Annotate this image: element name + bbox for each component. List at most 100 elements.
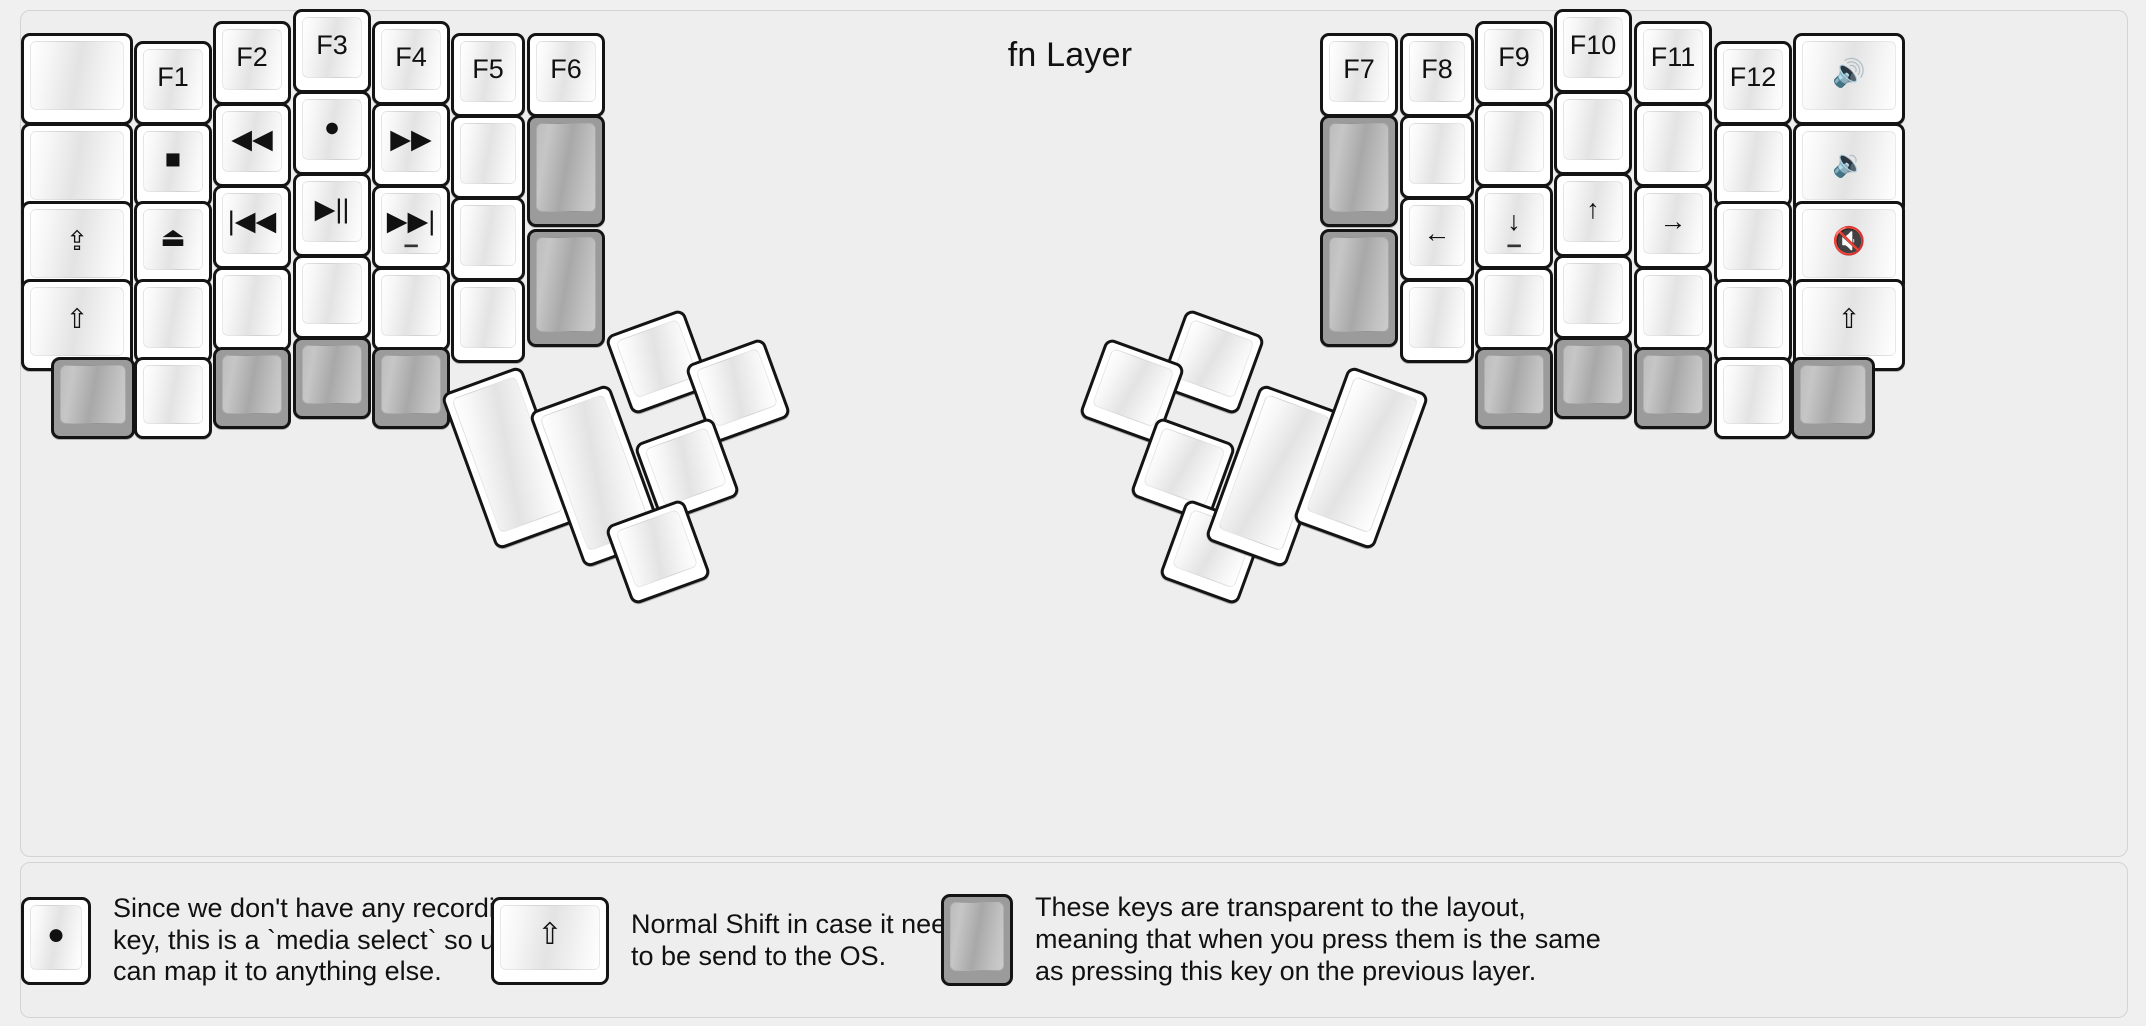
key-label: F4 xyxy=(395,41,427,72)
key-face xyxy=(1484,275,1544,336)
key-right-c1-r1[interactable] xyxy=(1400,115,1474,199)
key-left-bottom-1[interactable] xyxy=(134,357,212,439)
key-left-c5-r2[interactable] xyxy=(451,197,525,281)
key-label: F10 xyxy=(1569,29,1617,60)
key-left-c2-r2-media-prev-track[interactable]: |◀◀ xyxy=(213,185,291,269)
key-left-c3-r3[interactable] xyxy=(293,255,371,339)
media-select-record-icon: ● xyxy=(46,917,66,951)
key-left-bottom-0-transparent[interactable] xyxy=(51,357,135,439)
key-right-c1-r0-f8[interactable]: F8 xyxy=(1400,33,1474,117)
key-face xyxy=(381,193,441,254)
key-face xyxy=(1409,287,1465,348)
key-left-c2-r3[interactable] xyxy=(213,267,291,351)
key-right-c2-r2-arrow-down[interactable]: ↓ ▁ xyxy=(1475,185,1553,269)
key-face xyxy=(536,237,596,332)
key-left-c5-r0-f5[interactable]: F5 xyxy=(451,33,525,117)
key-label xyxy=(296,340,368,404)
key-label xyxy=(375,270,447,336)
key-label xyxy=(1300,369,1426,535)
key-right-c6-r3-shift[interactable]: ⇧ xyxy=(1793,279,1905,371)
key-label: F8 xyxy=(1421,53,1453,84)
key-left-c6-r2-transparent[interactable] xyxy=(527,229,605,347)
key-left-c4-r1-media-fast-forward[interactable]: ▶▶ xyxy=(372,103,450,187)
page-title: fn Layer xyxy=(1007,36,1133,74)
key-left-bottom-2-transparent[interactable] xyxy=(213,347,291,429)
key-right-c3-r3[interactable] xyxy=(1554,255,1632,339)
key-face xyxy=(143,365,203,424)
key-face xyxy=(222,111,282,172)
key-face xyxy=(1643,111,1703,172)
key-right-bottom-0-transparent[interactable] xyxy=(1475,347,1553,429)
key-right-c4-r2-arrow-right[interactable]: → xyxy=(1634,185,1712,269)
key-face xyxy=(1563,99,1623,160)
key-left-bottom-3-transparent[interactable] xyxy=(293,337,371,419)
key-left-c1-r3[interactable] xyxy=(134,279,212,363)
key-left-c0-r2-caps-lock[interactable]: ⇪ xyxy=(21,201,133,293)
key-right-c0-r1-transparent[interactable] xyxy=(1320,115,1398,227)
key-right-c5-r3[interactable] xyxy=(1714,279,1792,363)
key-right-c2-r1[interactable] xyxy=(1475,103,1553,187)
key-face xyxy=(1329,237,1389,332)
key-right-c4-r1[interactable] xyxy=(1634,103,1712,187)
caps-lock-icon: ⇪ xyxy=(65,225,89,256)
key-label xyxy=(137,282,209,348)
legend-panel: ● Since we don't have any recording key,… xyxy=(20,862,2128,1018)
key-right-c0-r0-f7[interactable]: F7 xyxy=(1320,33,1398,117)
arrow-up-icon: ↑ xyxy=(1586,193,1600,224)
key-left-c4-r3[interactable] xyxy=(372,267,450,351)
key-label xyxy=(1478,106,1550,172)
key-left-c3-r1-media-select[interactable]: ● xyxy=(293,91,371,175)
key-right-c3-r0-f10[interactable]: F10 xyxy=(1554,9,1632,93)
key-right-c2-r0-f9[interactable]: F9 xyxy=(1475,21,1553,105)
media-prev-track-icon: |◀◀ xyxy=(227,205,277,236)
key-left-c6-r1-transparent[interactable] xyxy=(527,115,605,227)
key-right-c5-r1[interactable] xyxy=(1714,123,1792,207)
key-left-c2-r0-f2[interactable]: F2 xyxy=(213,21,291,105)
key-face xyxy=(1563,17,1623,78)
key-right-c5-r2[interactable] xyxy=(1714,201,1792,285)
key-label xyxy=(1403,282,1471,348)
media-eject-icon: ⏏ xyxy=(160,221,186,252)
key-label xyxy=(296,258,368,324)
key-right-bottom-1-transparent[interactable] xyxy=(1554,337,1632,419)
key-left-c2-r1-media-rewind[interactable]: ◀◀ xyxy=(213,103,291,187)
key-right-bottom-3[interactable] xyxy=(1714,357,1792,439)
key-right-c0-r2-transparent[interactable] xyxy=(1320,229,1398,347)
key-face xyxy=(460,287,516,348)
key-face xyxy=(1563,345,1623,404)
key-left-c0-r1[interactable] xyxy=(21,123,133,215)
key-left-c1-r1-media-stop[interactable]: ■ xyxy=(134,123,212,207)
legend-text-transparent: These keys are transparent to the layout… xyxy=(1035,892,1601,986)
key-right-c1-r3[interactable] xyxy=(1400,279,1474,363)
key-left-c3-r0-f3[interactable]: F3 xyxy=(293,9,371,93)
key-face xyxy=(1409,205,1465,266)
key-label xyxy=(1557,258,1629,324)
key-left-c6-r0-f6[interactable]: F6 xyxy=(527,33,605,117)
key-left-c0-r3-shift[interactable]: ⇧ xyxy=(21,279,133,371)
key-face xyxy=(1484,355,1544,414)
key-face xyxy=(30,904,82,970)
key-label xyxy=(24,36,130,110)
key-right-c1-r2-arrow-left[interactable]: ← xyxy=(1400,197,1474,281)
key-right-c3-r1[interactable] xyxy=(1554,91,1632,175)
key-right-c3-r2-arrow-up[interactable]: ↑ xyxy=(1554,173,1632,257)
key-right-bottom-2-transparent[interactable] xyxy=(1634,347,1712,429)
key-right-c4-r0-f11[interactable]: F11 xyxy=(1634,21,1712,105)
key-left-c5-r3[interactable] xyxy=(451,279,525,363)
key-left-c0-r0[interactable] xyxy=(21,33,133,125)
key-right-c5-r0-f12[interactable]: F12 xyxy=(1714,41,1792,125)
key-face xyxy=(460,41,516,102)
key-left-c5-r1[interactable] xyxy=(451,115,525,199)
key-right-c6-r0-volume-up[interactable]: 🔊 xyxy=(1793,33,1905,125)
key-right-c2-r3[interactable] xyxy=(1475,267,1553,351)
key-face xyxy=(30,131,124,200)
key-left-c1-r2-media-eject[interactable]: ⏏ xyxy=(134,201,212,285)
key-left-bottom-4-transparent[interactable] xyxy=(372,347,450,429)
key-right-c4-r3[interactable] xyxy=(1634,267,1712,351)
key-left-c4-r2-media-next-track[interactable]: ▶▶| ▁ xyxy=(372,185,450,269)
key-left-c1-r0-f1[interactable]: F1 xyxy=(134,41,212,125)
key-right-bottom-4-transparent[interactable] xyxy=(1791,357,1875,439)
key-left-c4-r0-f4[interactable]: F4 xyxy=(372,21,450,105)
key-face xyxy=(302,181,362,242)
key-left-c3-r2-media-play-pause[interactable]: ▶|| xyxy=(293,173,371,257)
